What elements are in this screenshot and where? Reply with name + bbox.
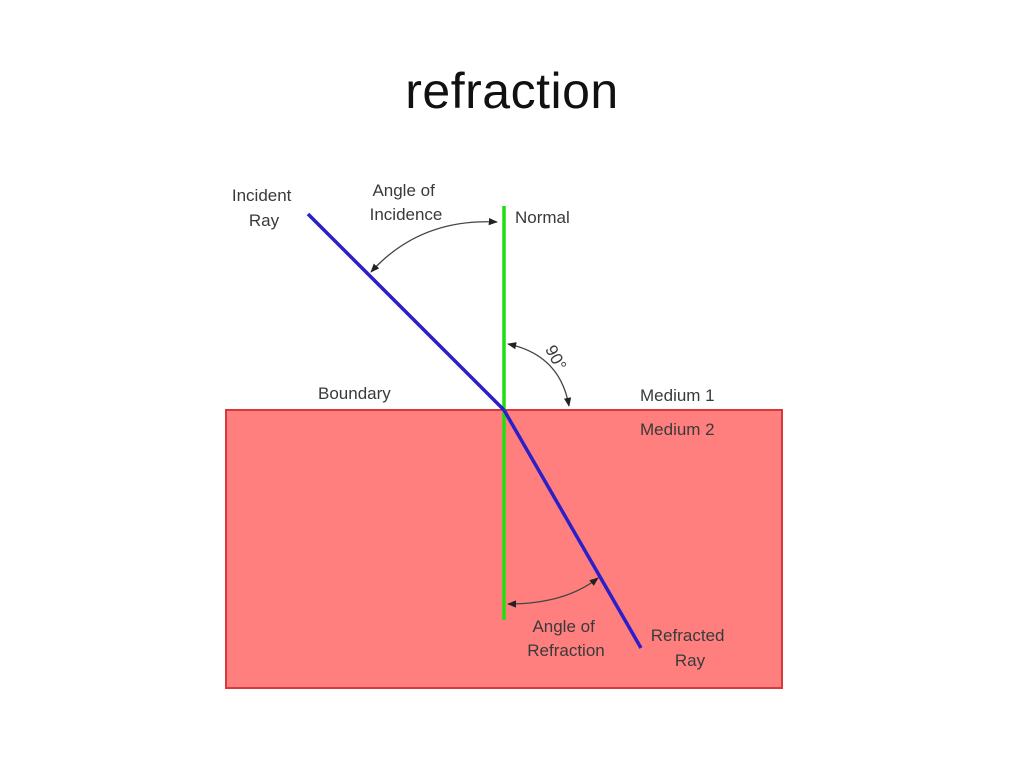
angle-of-refraction-label: Angle of Refraction <box>527 617 604 660</box>
right-angle-arc <box>507 342 572 407</box>
slide-title: refraction <box>405 63 619 119</box>
boundary-label: Boundary <box>318 384 391 403</box>
refracted-ray <box>502 409 643 649</box>
refracted-ray-label: Refracted Ray <box>651 626 729 670</box>
right-angle-label: 90° <box>541 342 570 374</box>
angle-of-incidence-arc <box>370 217 498 273</box>
angle-of-incidence-label: Angle of Incidence <box>370 181 443 224</box>
incident-ray <box>306 212 506 412</box>
incident-ray-label: Incident Ray <box>232 186 296 230</box>
medium-2-label: Medium 2 <box>640 420 715 439</box>
normal-label: Normal <box>515 208 570 227</box>
angle-of-refraction-arc <box>507 577 599 608</box>
medium-1-label: Medium 1 <box>640 386 715 405</box>
